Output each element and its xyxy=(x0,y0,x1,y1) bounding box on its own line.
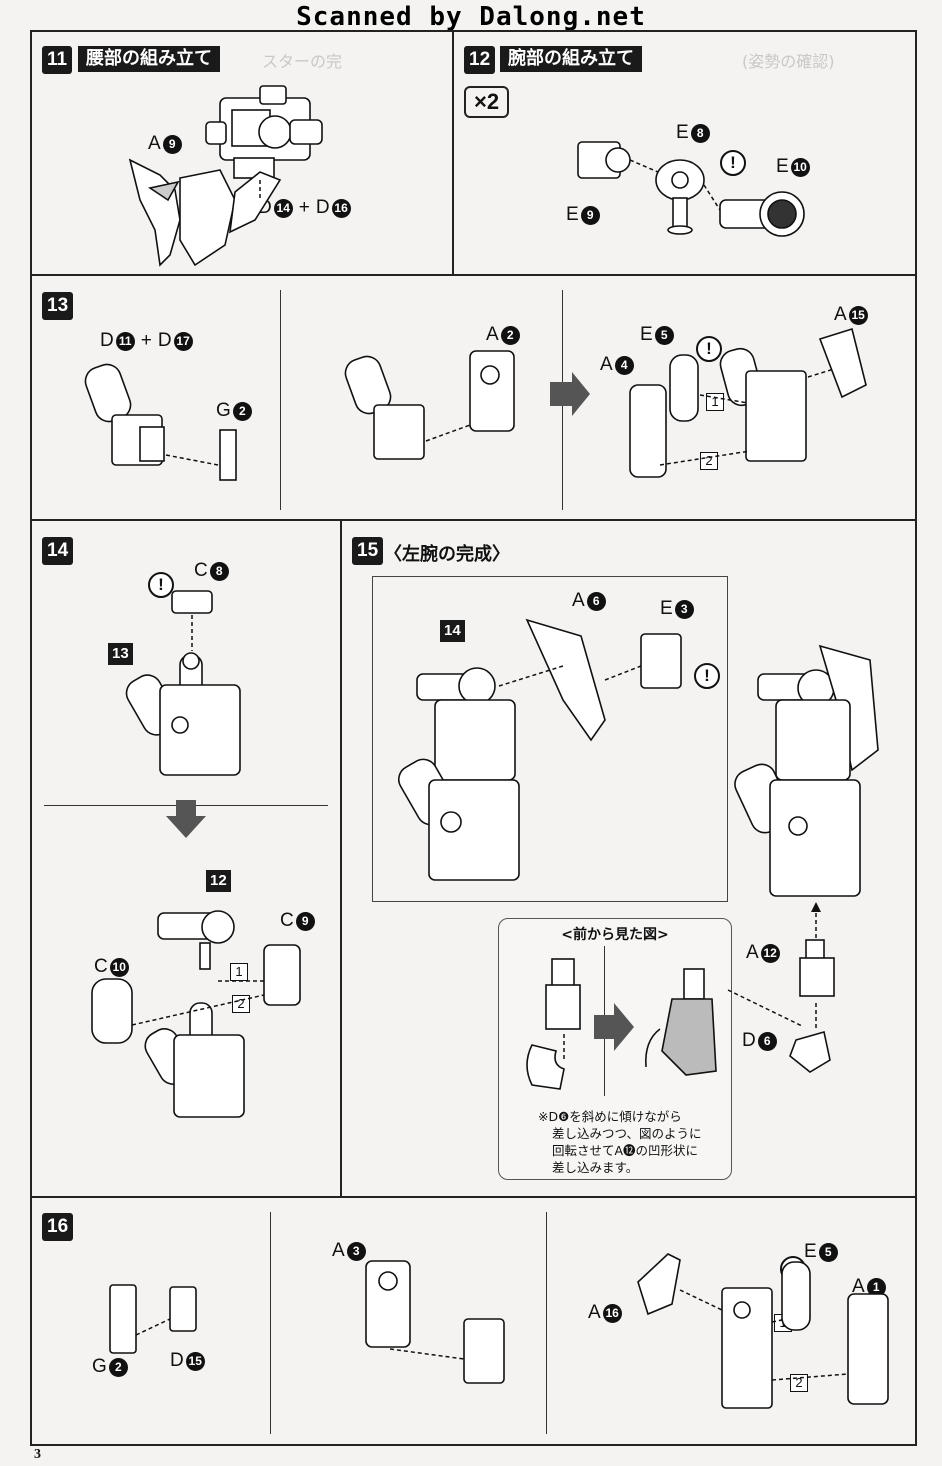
caution-icon: ! xyxy=(694,663,720,689)
step16-sub-divider-a xyxy=(270,1212,271,1434)
show-through-ghost-2: (姿勢の確認) xyxy=(742,52,835,71)
caution-icon: ! xyxy=(720,150,746,176)
col-divider-14-15 xyxy=(340,519,342,1197)
front-view-illustration xyxy=(526,958,717,1090)
ref-step-13: 13 xyxy=(108,643,133,665)
down-arrow xyxy=(166,800,206,838)
step-11-number: 11 xyxy=(42,46,73,74)
right-arm-parts-illustration-c xyxy=(637,1253,889,1409)
step-12-number: 12 xyxy=(464,46,496,74)
step-14-number: 14 xyxy=(42,537,74,565)
step16-sub-divider-b xyxy=(546,1212,547,1434)
upper-arm-detail-frame xyxy=(372,576,728,902)
step-13-number: 13 xyxy=(42,292,74,320)
right-arm-parts-illustration-b xyxy=(365,1260,505,1384)
row-divider-1 xyxy=(30,274,917,276)
upper-arm-with-armor-illustration xyxy=(398,618,682,881)
order-marker-2: 2 xyxy=(232,995,250,1013)
shoulder-joint-parts-illustration xyxy=(727,902,835,1073)
completed-left-arm-illustration xyxy=(734,644,879,897)
step-16-number: 16 xyxy=(42,1213,74,1241)
row-divider-2 xyxy=(30,519,917,521)
page-number: 3 xyxy=(34,1447,41,1462)
step13-sub-divider-a xyxy=(280,290,281,510)
col-divider-11-12 xyxy=(452,30,454,275)
front-view-note-text: ※D❻を斜めに傾けながら 差し込みつつ、図のように 回転させてA⓬の凹形状に 差… xyxy=(538,1109,702,1175)
right-arm-parts-illustration-a xyxy=(109,1284,197,1354)
ref-step-12: 12 xyxy=(206,870,231,892)
step-12-title: 腕部の組み立て xyxy=(500,46,642,72)
step-11-title: 腰部の組み立て xyxy=(78,46,220,72)
show-through-ghost-1: スターの完 xyxy=(262,52,343,71)
ref-step-14: 14 xyxy=(440,620,465,642)
forearm-assembly-illustration-a xyxy=(84,363,237,481)
row-divider-3 xyxy=(30,1196,917,1198)
front-view-note-title: <前から見た図> xyxy=(561,927,669,943)
arm-with-shoulder-illustration xyxy=(125,590,241,776)
step-arrow xyxy=(550,372,590,416)
quantity-x2: ×2 xyxy=(464,86,510,118)
waist-part-illustration xyxy=(128,85,323,267)
arm-final-assembly-illustration xyxy=(91,910,301,1118)
forearm-assembly-illustration-c xyxy=(629,327,867,478)
step-15-title: 〈左腕の完成〉 xyxy=(384,544,510,565)
scan-watermark: Scanned by Dalong.net xyxy=(296,2,646,32)
caution-icon: ! xyxy=(148,572,174,598)
order-marker-2: 2 xyxy=(700,452,718,470)
caution-icon: ! xyxy=(696,336,722,362)
page-frame xyxy=(30,30,917,1446)
forearm-assembly-illustration-b xyxy=(344,350,515,460)
arm-joint-parts-illustration xyxy=(577,141,805,237)
step-15-number: 15 xyxy=(352,537,384,565)
